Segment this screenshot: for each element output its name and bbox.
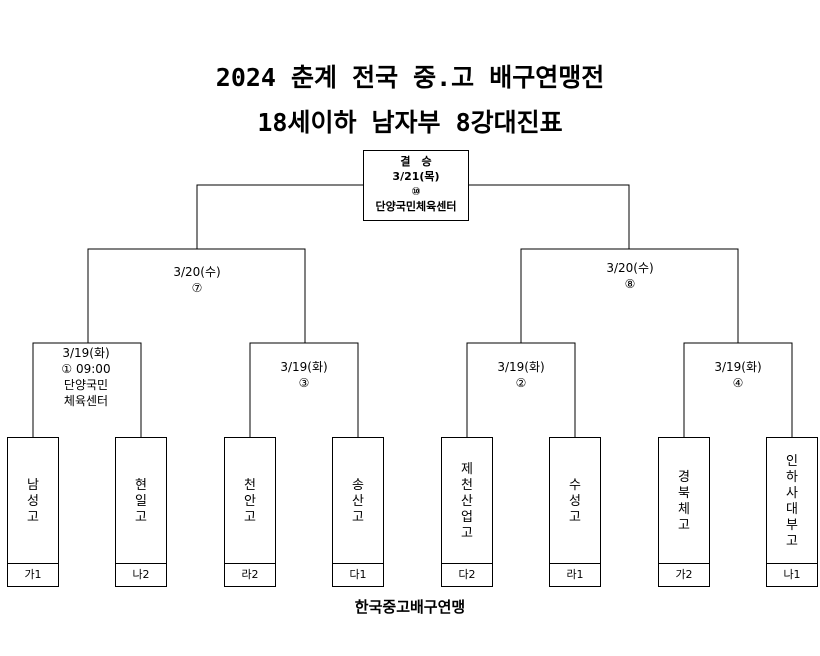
- final-label: 결 승: [400, 155, 432, 168]
- team-name: 송산고: [352, 478, 364, 525]
- team-group: 가1: [8, 563, 58, 586]
- qf3-label: 3/19(화) ②: [481, 359, 561, 391]
- team-box: 수성고 라1: [549, 437, 601, 587]
- final-match-number: ⑩: [411, 185, 421, 198]
- final-box: 결 승 3/21(목) ⑩ 단양국민체육센터: [363, 150, 469, 221]
- team-box: 현일고 나2: [115, 437, 167, 587]
- qf3-date: 3/19(화): [497, 360, 545, 374]
- team-name: 천안고: [244, 478, 256, 525]
- team-group: 가2: [659, 563, 709, 586]
- qf3-match-number: ②: [515, 376, 527, 390]
- qf2-connector: [249, 342, 359, 437]
- semi-left-connector: [87, 248, 306, 343]
- qf3-connector: [466, 342, 576, 437]
- team-name: 남성고: [27, 478, 39, 525]
- qf1-venue-line1: 단양국민: [63, 378, 109, 392]
- team-group: 라1: [550, 563, 600, 586]
- final-venue: 단양국민체육센터: [375, 200, 457, 213]
- semi-right-connector: [520, 248, 739, 343]
- qf1-venue-line2: 체육센터: [63, 394, 109, 408]
- semi-right-label: 3/20(수) ⑧: [580, 260, 680, 292]
- team-box: 송산고 다1: [332, 437, 384, 587]
- semi-left-date: 3/20(수): [173, 265, 221, 279]
- team-group: 다2: [442, 563, 492, 586]
- qf1-label: 3/19(화) ① 09:00 단양국민 체육센터: [46, 345, 126, 409]
- semi-left-match-number: ⑦: [191, 281, 203, 295]
- team-group: 나1: [767, 563, 817, 586]
- team-box: 제천산업고 다2: [441, 437, 493, 587]
- qf2-date: 3/19(화): [280, 360, 328, 374]
- team-box: 천안고 라2: [224, 437, 276, 587]
- qf4-label: 3/19(화) ④: [698, 359, 778, 391]
- qf1-match-number: ① 09:00: [61, 362, 111, 376]
- title-line-2: 18세이하 남자부 8강대진표: [257, 108, 563, 137]
- team-box: 남성고 가1: [7, 437, 59, 587]
- qf4-connector: [683, 342, 793, 437]
- qf2-label: 3/19(화) ③: [264, 359, 344, 391]
- team-group: 다1: [333, 563, 383, 586]
- final-date: 3/21(목): [392, 170, 440, 183]
- team-name: 수성고: [569, 478, 581, 525]
- semi-right-date: 3/20(수): [606, 261, 654, 275]
- semi-right-match-number: ⑧: [624, 277, 636, 291]
- qf4-date: 3/19(화): [714, 360, 762, 374]
- team-name: 경북체고: [678, 470, 690, 533]
- team-group: 나2: [116, 563, 166, 586]
- qf2-match-number: ③: [298, 376, 310, 390]
- qf1-connector: [32, 342, 142, 437]
- team-box: 인하사대부고 나1: [766, 437, 818, 587]
- team-name: 현일고: [135, 478, 147, 525]
- team-name: 인하사대부고: [786, 454, 798, 549]
- semi-left-label: 3/20(수) ⑦: [147, 264, 247, 296]
- organizer-footer: 한국중고배구연맹: [354, 598, 466, 616]
- qf1-date: 3/19(화): [62, 346, 110, 360]
- title-line-1: 2024 춘계 전국 중.고 배구연맹전: [215, 63, 605, 92]
- team-group: 라2: [225, 563, 275, 586]
- team-box: 경북체고 가2: [658, 437, 710, 587]
- qf4-match-number: ④: [732, 376, 744, 390]
- team-name: 제천산업고: [461, 462, 473, 541]
